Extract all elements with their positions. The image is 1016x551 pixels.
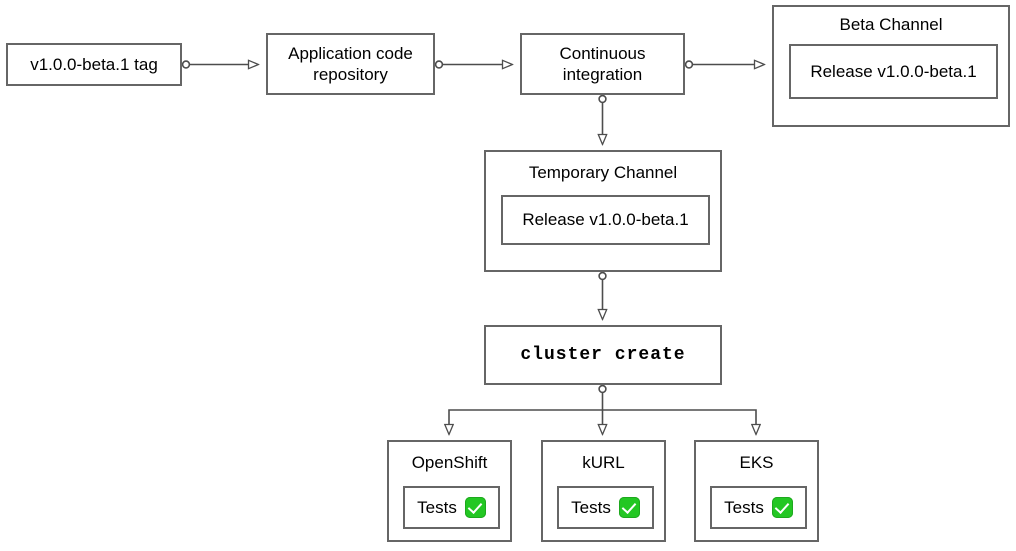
openshift-tests-box[interactable]: Tests xyxy=(403,486,500,529)
beta-channel-release-box[interactable]: Release v1.0.0-beta.1 xyxy=(789,44,998,99)
beta-channel-release-label: Release v1.0.0-beta.1 xyxy=(810,61,977,81)
node-beta-channel[interactable]: Beta Channel Release v1.0.0-beta.1 xyxy=(772,5,1010,127)
check-mark-button-icon xyxy=(771,497,793,518)
node-continuous-integration[interactable]: Continuous integration xyxy=(520,33,685,95)
eks-title: EKS xyxy=(739,453,774,472)
beta-channel-title: Beta Channel xyxy=(839,15,943,34)
temporary-channel-release-box[interactable]: Release v1.0.0-beta.1 xyxy=(501,195,710,245)
edge-cluster-to-openshift xyxy=(449,409,603,434)
node-application-code-repository[interactable]: Application code repository xyxy=(266,33,435,95)
node-repo-label: Application code repository xyxy=(288,43,413,84)
kurl-tests-box[interactable]: Tests xyxy=(557,486,654,529)
kurl-title: kURL xyxy=(582,453,625,472)
check-mark-button-icon xyxy=(618,497,640,518)
edge-cluster-to-eks xyxy=(602,409,757,434)
node-cluster-create-label: cluster create xyxy=(520,344,686,365)
node-ci-label: Continuous integration xyxy=(559,43,646,84)
openshift-tests-label: Tests xyxy=(417,497,457,517)
node-temporary-channel[interactable]: Temporary Channel Release v1.0.0-beta.1 xyxy=(484,150,722,272)
check-mark-button-icon xyxy=(464,497,486,518)
eks-tests-label: Tests xyxy=(724,497,764,517)
openshift-title: OpenShift xyxy=(411,453,488,472)
kurl-tests-label: Tests xyxy=(571,497,611,517)
eks-tests-box[interactable]: Tests xyxy=(710,486,807,529)
node-kurl[interactable]: kURL Tests xyxy=(541,440,666,542)
node-openshift[interactable]: OpenShift Tests xyxy=(387,440,512,542)
temporary-channel-title: Temporary Channel xyxy=(528,163,678,182)
node-cluster-create[interactable]: cluster create xyxy=(484,325,722,385)
temporary-channel-release-label: Release v1.0.0-beta.1 xyxy=(522,210,689,229)
node-tag[interactable]: v1.0.0-beta.1 tag xyxy=(6,43,182,86)
node-tag-label: v1.0.0-beta.1 tag xyxy=(30,54,158,74)
node-eks[interactable]: EKS Tests xyxy=(694,440,819,542)
